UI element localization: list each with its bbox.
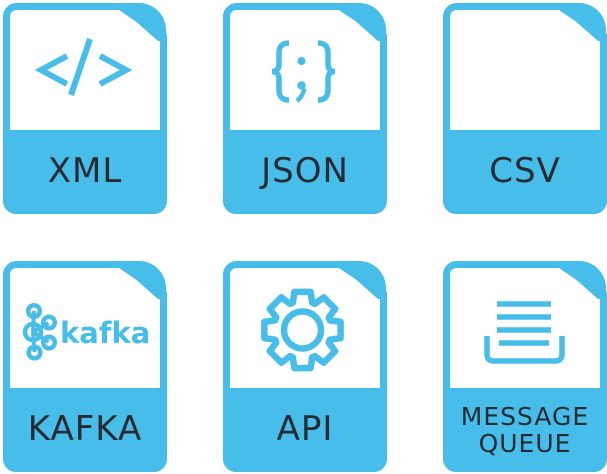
file-type-label: API (276, 409, 334, 450)
label-band (443, 130, 607, 214)
file-type-label: JSON (261, 151, 349, 192)
file-card-kafka: kafka KAFKA (3, 261, 167, 472)
kafka-wordmark: kafka (60, 316, 151, 350)
folded-corner (115, 3, 167, 42)
file-document-shape (443, 261, 607, 472)
kafka-logo-icon (22, 302, 58, 361)
file-card-json: JSON (223, 3, 387, 214)
label-band (3, 130, 167, 214)
gear-icon (261, 288, 344, 372)
folded-corner (555, 3, 607, 42)
label-band (443, 388, 607, 472)
file-document-shape (443, 3, 607, 214)
folded-corner (335, 261, 387, 300)
code-icon (34, 38, 133, 96)
file-document-shape (223, 3, 387, 214)
file-card-api: API (223, 261, 387, 472)
message-queue-tray-icon (484, 301, 565, 364)
file-type-label: MESSAGE QUEUE (460, 401, 590, 458)
folded-corner (115, 261, 167, 300)
file-document-shape (223, 261, 387, 472)
file-document-shape (3, 3, 167, 214)
label-band (3, 388, 167, 472)
label-band (223, 130, 387, 214)
folded-corner (555, 261, 607, 300)
file-card-xml: XML (3, 3, 167, 214)
braces-semicolon-icon (271, 40, 336, 103)
file-card-message-queue: MESSAGE QUEUE (443, 261, 607, 472)
file-type-label: KAFKA (27, 409, 143, 450)
file-type-label: XML (47, 151, 123, 192)
label-band (223, 388, 387, 472)
file-type-label: CSV (489, 151, 561, 192)
folded-corner (335, 3, 387, 42)
file-document-shape (3, 261, 167, 472)
file-card-csv: CSV (443, 3, 607, 214)
